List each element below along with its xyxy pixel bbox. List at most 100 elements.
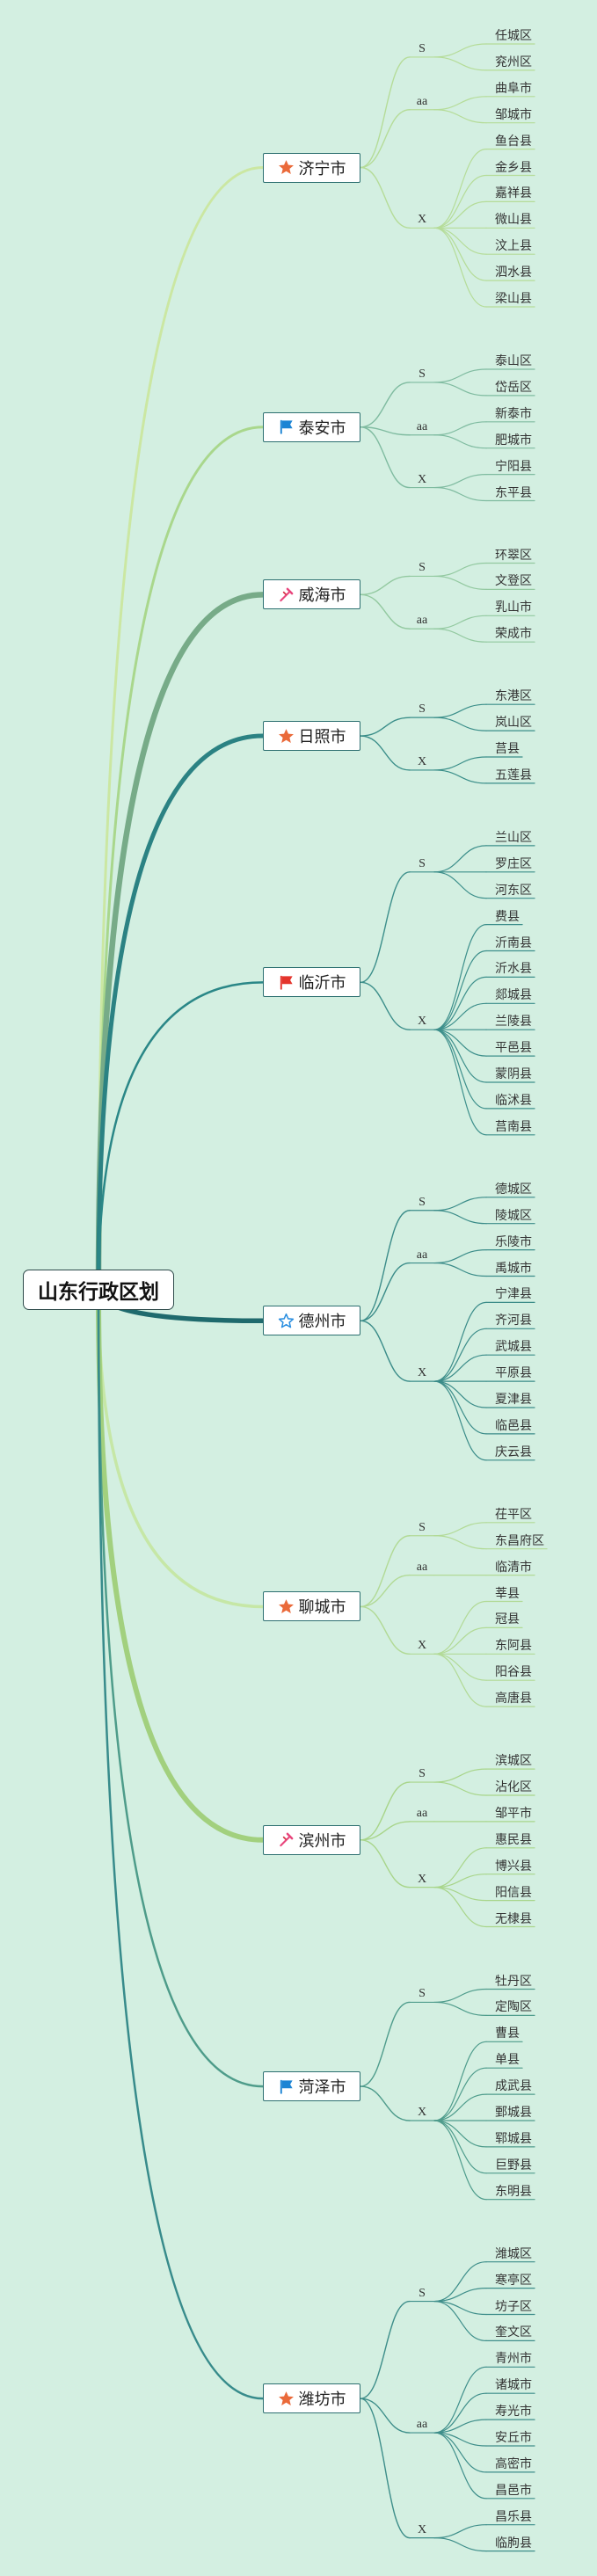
leaf-topic[interactable]: 坊子区 [495,2299,532,2314]
city-topic[interactable]: 威海市 [263,579,360,610]
category-label[interactable]: S [419,367,426,381]
leaf-topic[interactable]: 陵城区 [495,1208,532,1223]
root-topic[interactable]: 山东行政区划 [23,1269,174,1310]
leaf-topic[interactable]: 罗庄区 [495,856,532,871]
leaf-topic[interactable]: 莘县 [495,1586,520,1601]
leaf-topic[interactable]: 岱岳区 [495,380,532,395]
category-label[interactable]: S [419,1195,426,1209]
leaf-topic[interactable]: 宁津县 [495,1287,532,1302]
leaf-topic[interactable]: 五莲县 [495,768,532,782]
leaf-topic[interactable]: 潍城区 [495,2246,532,2261]
leaf-topic[interactable]: 高密市 [495,2456,532,2471]
leaf-topic[interactable]: 郓城县 [495,2131,532,2146]
leaf-topic[interactable]: 临沭县 [495,1093,532,1108]
leaf-topic[interactable]: 荣成市 [495,627,532,642]
leaf-topic[interactable]: 平原县 [495,1366,532,1381]
leaf-topic[interactable]: 文登区 [495,574,532,589]
category-label[interactable]: aa [416,94,428,108]
category-label[interactable]: aa [416,419,428,433]
leaf-topic[interactable]: 东平县 [495,485,532,500]
leaf-topic[interactable]: 高唐县 [495,1692,532,1706]
leaf-topic[interactable]: 莒南县 [495,1119,532,1134]
category-label[interactable]: S [419,1520,426,1534]
category-label[interactable]: aa [416,614,428,628]
leaf-topic[interactable]: 汶上县 [495,239,532,254]
leaf-topic[interactable]: 宁阳县 [495,459,532,474]
leaf-topic[interactable]: 兰陵县 [495,1015,532,1030]
category-label[interactable]: X [417,213,427,227]
leaf-topic[interactable]: 奎文区 [495,2325,532,2340]
leaf-topic[interactable]: 乐陵市 [495,1234,532,1249]
leaf-topic[interactable]: 无棣县 [495,1911,532,1926]
leaf-topic[interactable]: 昌邑市 [495,2483,532,2498]
leaf-topic[interactable]: 东阿县 [495,1639,532,1654]
leaf-topic[interactable]: 鄄城县 [495,2106,532,2120]
category-label[interactable]: aa [416,1806,428,1820]
category-label[interactable]: aa [416,2418,428,2432]
leaf-topic[interactable]: 莒县 [495,742,520,756]
city-topic[interactable]: 聊城市 [263,1591,360,1622]
leaf-topic[interactable]: 东昌府区 [495,1533,544,1548]
leaf-topic[interactable]: 临邑县 [495,1418,532,1433]
category-label[interactable]: aa [416,1560,428,1574]
leaf-topic[interactable]: 兰山区 [495,830,532,845]
leaf-topic[interactable]: 环翠区 [495,548,532,563]
leaf-topic[interactable]: 东明县 [495,2184,532,2199]
leaf-topic[interactable]: 庆云县 [495,1444,532,1459]
leaf-topic[interactable]: 任城区 [495,29,532,43]
leaf-topic[interactable]: 嘉祥县 [495,186,532,201]
category-label[interactable]: S [419,41,426,55]
category-label[interactable]: X [417,754,427,768]
leaf-topic[interactable]: 安丘市 [495,2431,532,2445]
leaf-topic[interactable]: 博兴县 [495,1859,532,1874]
leaf-topic[interactable]: 青州市 [495,2352,532,2367]
leaf-topic[interactable]: 定陶区 [495,2000,532,2015]
leaf-topic[interactable]: 禹城市 [495,1261,532,1276]
leaf-topic[interactable]: 惠民县 [495,1832,532,1847]
leaf-topic[interactable]: 新泰市 [495,406,532,421]
leaf-topic[interactable]: 滨城区 [495,1754,532,1769]
leaf-topic[interactable]: 兖州区 [495,55,532,69]
leaf-topic[interactable]: 牡丹区 [495,1974,532,1989]
leaf-topic[interactable]: 河东区 [495,883,532,898]
leaf-topic[interactable]: 巨野县 [495,2158,532,2172]
leaf-topic[interactable]: 德城区 [495,1182,532,1197]
leaf-topic[interactable]: 沂水县 [495,962,532,977]
category-label[interactable]: S [419,702,426,717]
category-label[interactable]: S [419,1987,426,2001]
leaf-topic[interactable]: 蒙阴县 [495,1067,532,1081]
category-label[interactable]: S [419,1767,426,1781]
city-topic[interactable]: 日照市 [263,721,360,752]
leaf-topic[interactable]: 邹平市 [495,1806,532,1821]
city-topic[interactable]: 菏泽市 [263,2071,360,2102]
leaf-topic[interactable]: 武城县 [495,1340,532,1355]
category-label[interactable]: X [417,472,427,486]
leaf-topic[interactable]: 微山县 [495,213,532,228]
leaf-topic[interactable]: 金乡县 [495,160,532,175]
city-topic[interactable]: 济宁市 [263,152,360,183]
leaf-topic[interactable]: 昌乐县 [495,2509,532,2524]
leaf-topic[interactable]: 诸城市 [495,2378,532,2393]
leaf-topic[interactable]: 岚山区 [495,716,532,731]
leaf-topic[interactable]: 沾化区 [495,1780,532,1794]
leaf-topic[interactable]: 阳信县 [495,1885,532,1900]
leaf-topic[interactable]: 沂南县 [495,935,532,950]
leaf-topic[interactable]: 郯城县 [495,988,532,1003]
leaf-topic[interactable]: 成武县 [495,2079,532,2094]
leaf-topic[interactable]: 邹城市 [495,107,532,122]
city-topic[interactable]: 泰安市 [263,411,360,442]
leaf-topic[interactable]: 费县 [495,909,520,924]
category-label[interactable]: aa [416,1248,428,1262]
city-topic[interactable]: 滨州市 [263,1824,360,1855]
leaf-topic[interactable]: 寒亭区 [495,2273,532,2288]
category-label[interactable]: X [417,1366,427,1380]
leaf-topic[interactable]: 泗水县 [495,266,532,280]
leaf-topic[interactable]: 曹县 [495,2027,520,2041]
category-label[interactable]: X [417,1639,427,1653]
category-label[interactable]: S [419,2286,426,2300]
leaf-topic[interactable]: 梁山县 [495,292,532,306]
leaf-topic[interactable]: 泰山区 [495,354,532,368]
leaf-topic[interactable]: 单县 [495,2053,520,2068]
leaf-topic[interactable]: 冠县 [495,1612,520,1627]
category-label[interactable]: S [419,561,426,575]
